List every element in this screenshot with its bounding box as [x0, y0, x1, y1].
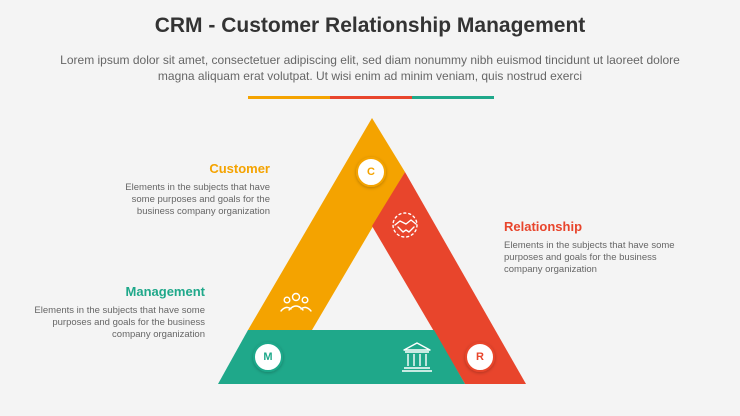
relationship-title: Relationship — [504, 219, 583, 234]
handshake-icon — [392, 212, 418, 238]
relationship-band — [372, 172, 526, 384]
relationship-badge: R — [465, 342, 495, 372]
bank-building-icon — [402, 342, 432, 372]
relationship-description: Elements in the subjects that have some … — [504, 240, 675, 275]
page-subtitle: Lorem ipsum dolor sit amet, consectetuer… — [60, 53, 680, 83]
customer-title: Customer — [209, 161, 270, 176]
customer-description: Elements in the subjects that have some … — [125, 182, 270, 217]
divider-segment-management — [412, 96, 494, 99]
management-badge-letter: M — [263, 351, 272, 363]
divider-segment-relationship — [330, 96, 412, 99]
divider-segment-customer — [248, 96, 330, 99]
customer-badge: C — [356, 157, 386, 187]
page-title: CRM - Customer Relationship Management — [154, 14, 586, 37]
relationship-badge-letter: R — [476, 351, 484, 363]
management-title: Management — [125, 284, 205, 299]
management-badge: M — [253, 342, 283, 372]
people-group-icon — [280, 292, 312, 312]
management-description: Elements in the subjects that have some … — [34, 305, 205, 340]
customer-badge-letter: C — [367, 166, 375, 178]
